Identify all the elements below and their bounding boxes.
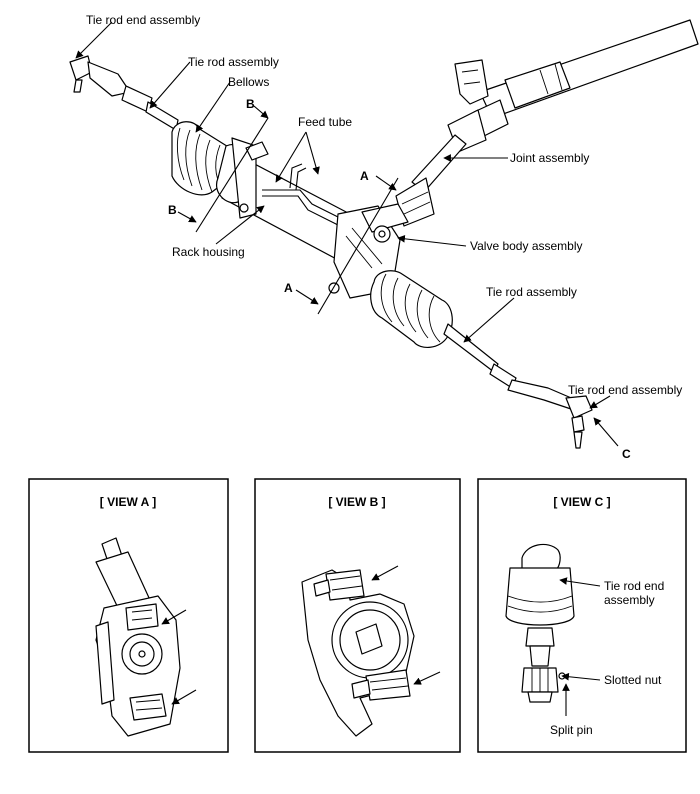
marker-a-top: A	[360, 169, 369, 183]
right-tie-rod-end-arm	[507, 379, 577, 411]
marker-a-bottom: A	[284, 281, 293, 295]
view-a-panel: [ VIEW A ]	[28, 478, 229, 753]
right-tie-rod-end	[565, 395, 593, 449]
view-a-arrow-bottom	[171, 689, 197, 705]
marker-b-top: B	[246, 97, 255, 111]
view-b-title: [ VIEW B ]	[328, 495, 385, 509]
label-tie-rod-assembly-left: Tie rod assembly	[188, 55, 279, 69]
view-a-arrow-top	[161, 609, 187, 625]
view-c-panel: [ VIEW C ] Tie rod end assembly Slotted …	[477, 478, 687, 753]
marker-c: C	[622, 447, 631, 461]
view-b-arrow-bottom	[413, 671, 441, 685]
view-c-label-tie-rod-end-line1: Tie rod end	[604, 579, 664, 593]
label-valve-body-assembly: Valve body assembly	[470, 239, 583, 253]
steering-rack-illustration	[69, 19, 699, 449]
view-c-label-tie-rod-end-line2: assembly	[604, 593, 655, 607]
view-b-panel: [ VIEW B ]	[254, 478, 461, 753]
view-c-leader-slotted-nut	[561, 672, 601, 681]
view-c-title: [ VIEW C ]	[553, 495, 610, 509]
label-bellows: Bellows	[228, 75, 269, 89]
view-a-title: [ VIEW A ]	[100, 495, 156, 509]
section-cut-lines	[195, 117, 399, 315]
label-tie-rod-end-assembly-right: Tie rod end assembly	[568, 383, 682, 397]
joint-assembly-part	[395, 99, 509, 227]
right-tie-rod	[443, 323, 499, 373]
label-tie-rod-assembly-right: Tie rod assembly	[486, 285, 577, 299]
callout-labels: Tie rod end assembly Tie rod assembly Be…	[86, 13, 682, 461]
steering-column-shaft	[454, 19, 699, 119]
leader-lines	[75, 21, 619, 447]
view-c-label-split-pin: Split pin	[550, 723, 593, 737]
marker-b-left: B	[168, 203, 177, 217]
view-b-bracket	[301, 569, 415, 737]
view-b-arrow-top	[371, 565, 399, 581]
view-c-tie-rod-end	[505, 543, 575, 703]
left-tie-rod-end	[69, 55, 153, 113]
left-tie-rod	[145, 101, 179, 131]
view-a-valve-body	[95, 537, 181, 737]
label-feed-tube: Feed tube	[298, 115, 352, 129]
view-c-label-slotted-nut: Slotted nut	[604, 673, 662, 687]
label-tie-rod-end-assembly-left: Tie rod end assembly	[86, 13, 200, 27]
label-joint-assembly: Joint assembly	[510, 151, 589, 165]
right-bellows	[370, 270, 453, 348]
view-c-leader-tie-rod-end	[559, 577, 601, 587]
label-rack-housing: Rack housing	[172, 245, 245, 259]
rack-housing-part	[216, 137, 351, 263]
